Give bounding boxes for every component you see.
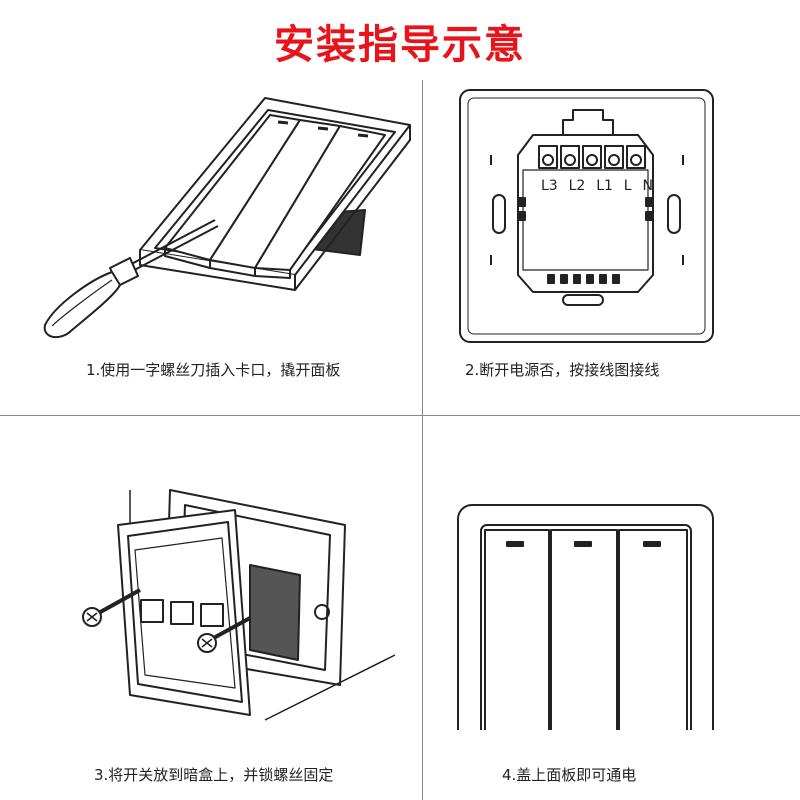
step-2-caption: 2.断开电源否，按接线图接线	[465, 361, 660, 379]
terminal-label-n: N	[642, 178, 653, 194]
step-3-caption: 3.将开关放到暗盒上，并锁螺丝固定	[94, 766, 334, 784]
terminal-label-l2: L2	[568, 178, 586, 194]
step-4-caption: 4.盖上面板即可通电	[502, 766, 637, 784]
step-2-illustration: L3 L2 L1 L N 2.断开电源否，按接线图接线	[423, 80, 800, 379]
cover-panel-drawing	[457, 504, 714, 730]
terminal-label-l: L	[623, 178, 632, 194]
page-title: 安装指导示意	[274, 22, 526, 68]
step-1-illustration: 1.使用一字螺丝刀插入卡口，撬开面板	[0, 80, 422, 379]
terminal-label-l3: L3	[541, 178, 558, 194]
mount-screw-drawing	[82, 489, 396, 721]
screwdriver-pry-drawing	[43, 97, 411, 339]
terminal-label-l1: L1	[596, 178, 613, 194]
wiring-terminal-drawing	[459, 89, 714, 343]
horizontal-divider	[0, 415, 800, 416]
step-4-illustration: 4.盖上面板即可通电	[423, 480, 800, 784]
step-3-illustration: 3.将开关放到暗盒上，并锁螺丝固定	[0, 470, 422, 784]
vertical-divider	[422, 80, 423, 800]
step-1-caption: 1.使用一字螺丝刀插入卡口，撬开面板	[86, 361, 341, 379]
terminal-labels: L3 L2 L1 L N	[541, 178, 653, 194]
